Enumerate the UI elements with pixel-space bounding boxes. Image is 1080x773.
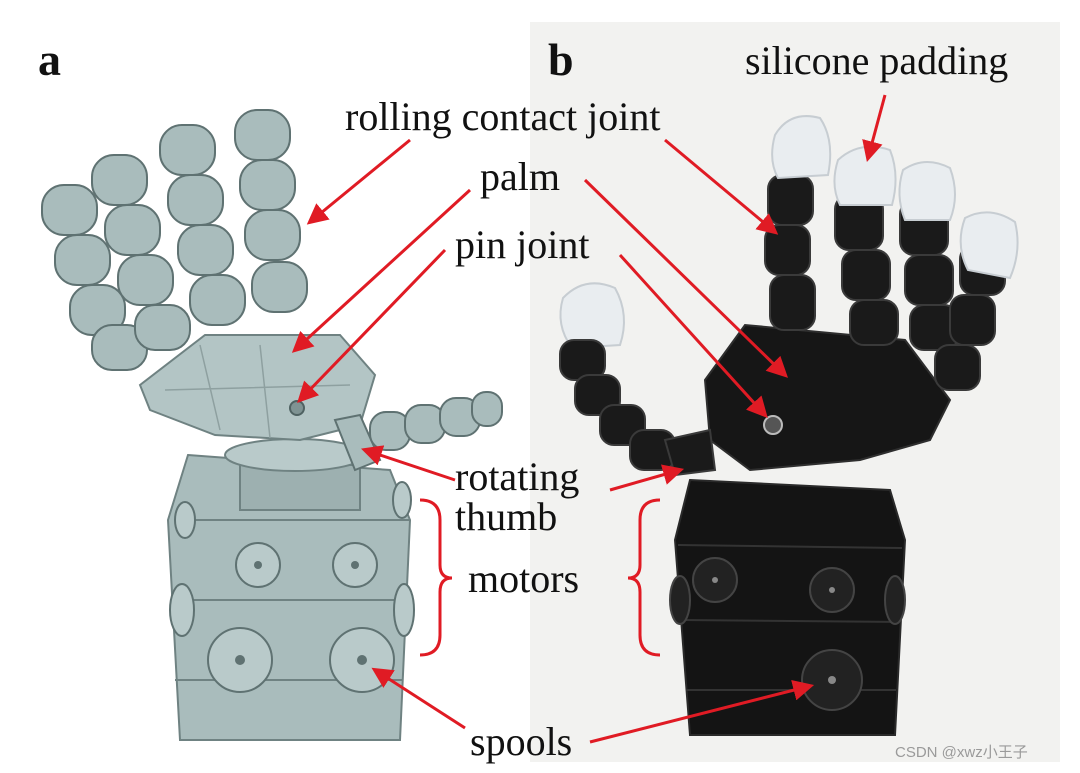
cad-hand-model [41, 109, 503, 741]
arrow-silicone-padding [862, 94, 887, 163]
arrow-pin-joint-left [297, 248, 447, 404]
arrow-pin-joint-right [618, 253, 768, 419]
label-spools: spools [470, 719, 572, 764]
label-silicone-padding: silicone padding [745, 38, 1008, 83]
brace-motors-right [627, 498, 661, 657]
panel-label-b: b [548, 34, 574, 85]
arrow-thumb-left [361, 445, 456, 482]
watermark: CSDN @xwz小王子 [895, 744, 1028, 761]
label-motors: motors [468, 556, 579, 601]
label-thumb: thumb [455, 494, 557, 539]
arrow-palm-right [583, 178, 789, 378]
arrow-palm-left [291, 188, 472, 353]
label-rolling-contact-joint: rolling contact joint [345, 94, 661, 139]
label-pin-joint: pin joint [455, 222, 589, 267]
arrow-rolling-contact-left [306, 138, 411, 225]
label-palm: palm [480, 154, 560, 199]
arrow-spools-left [371, 667, 466, 730]
label-rotating: rotating [455, 454, 579, 499]
brace-motors-left [419, 498, 453, 657]
arrow-rolling-contact-right [664, 138, 779, 235]
arrow-spools-right [589, 679, 815, 744]
arrow-thumb-right [609, 464, 685, 492]
panel-label-a: a [38, 34, 61, 85]
